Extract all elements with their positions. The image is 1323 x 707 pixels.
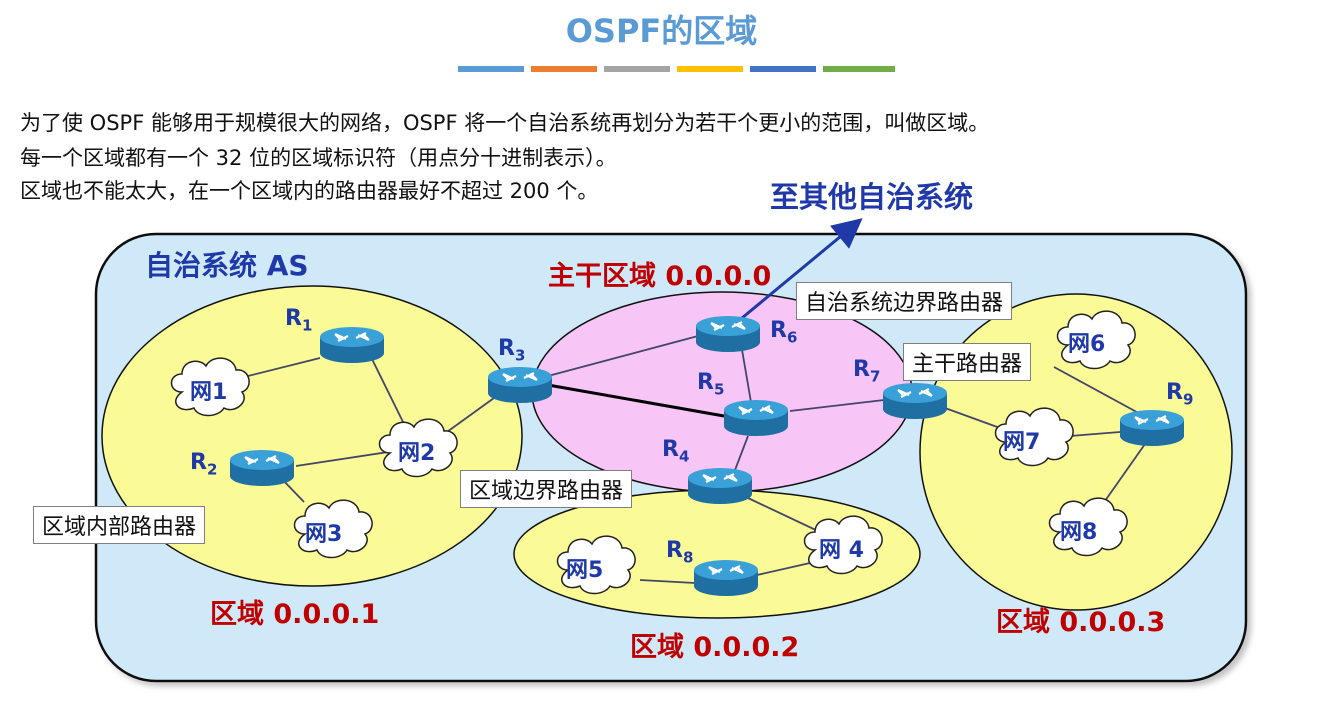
to-other-as-label: 至其他自治系统 — [770, 180, 974, 214]
area-3-label: 区域 0.0.0.3 — [996, 607, 1166, 638]
color-bar-segment — [677, 66, 743, 72]
as-border-router-callout: 自治系统边界路由器 — [796, 282, 1013, 320]
router-r1-label: R1 — [285, 306, 313, 335]
area-0.0.0.1-region — [101, 285, 523, 587]
network-6-label: 网6 — [1068, 332, 1106, 357]
router-r8-label: R8 — [666, 538, 694, 567]
router-r5-label: R5 — [697, 370, 725, 399]
router-r7-label: R7 — [853, 357, 881, 386]
color-bar-segment — [604, 66, 670, 72]
backbone-router-callout: 主干路由器 — [903, 343, 1032, 381]
paragraph-1: 为了使 OSPF 能够用于规模很大的网络，OSPF 将一个自治系统再划分为若干个… — [20, 111, 990, 135]
router-r6-icon — [694, 314, 762, 354]
router-r2-label: R2 — [190, 450, 218, 479]
color-bar-segment — [750, 66, 816, 72]
internal-router-callout: 区域内部路由器 — [33, 506, 206, 544]
router-r4-icon — [686, 466, 754, 506]
area-2-label: 区域 0.0.0.2 — [630, 632, 800, 663]
as-label: 自治系统 AS — [145, 249, 309, 282]
router-r9-icon — [1118, 408, 1186, 448]
router-r3-label: R3 — [498, 336, 526, 365]
paragraph-3: 区域也不能太大，在一个区域内的路由器最好不超过 200 个。 — [20, 179, 599, 203]
arrow-to-other-as — [741, 218, 863, 320]
network-7-label: 网7 — [1003, 430, 1041, 455]
router-r1-icon — [318, 325, 386, 365]
network-4-label: 网 4 — [819, 538, 864, 563]
paragraph-2: 每一个区域都有一个 32 位的区域标识符（用点分十进制表示）。 — [20, 146, 617, 170]
area-1-label: 区域 0.0.0.1 — [210, 599, 380, 630]
router-r5-icon — [722, 398, 790, 438]
router-r6-label: R6 — [770, 318, 798, 347]
router-r9-label: R9 — [1166, 380, 1194, 409]
page-title: OSPF的区域 — [565, 12, 758, 50]
router-r4-label: R4 — [662, 437, 690, 466]
network-5-label: 网5 — [566, 558, 604, 583]
router-r2-icon — [228, 448, 296, 488]
network-1-label: 网1 — [190, 380, 228, 405]
network-3-label: 网3 — [305, 522, 343, 547]
area-border-router-callout: 区域边界路由器 — [460, 470, 633, 508]
backbone-link-r3-r5 — [547, 383, 725, 418]
network-2-label: 网2 — [398, 441, 436, 466]
color-bar-segment — [823, 66, 895, 72]
network-8-label: 网8 — [1060, 520, 1098, 545]
color-bar-segment — [531, 66, 597, 72]
router-r8-icon — [692, 558, 760, 598]
router-r7-icon — [881, 381, 949, 421]
backbone-area-label: 主干区域 0.0.0.0 — [548, 261, 772, 292]
color-bar-segment — [458, 66, 524, 72]
router-r3-icon — [486, 365, 554, 405]
